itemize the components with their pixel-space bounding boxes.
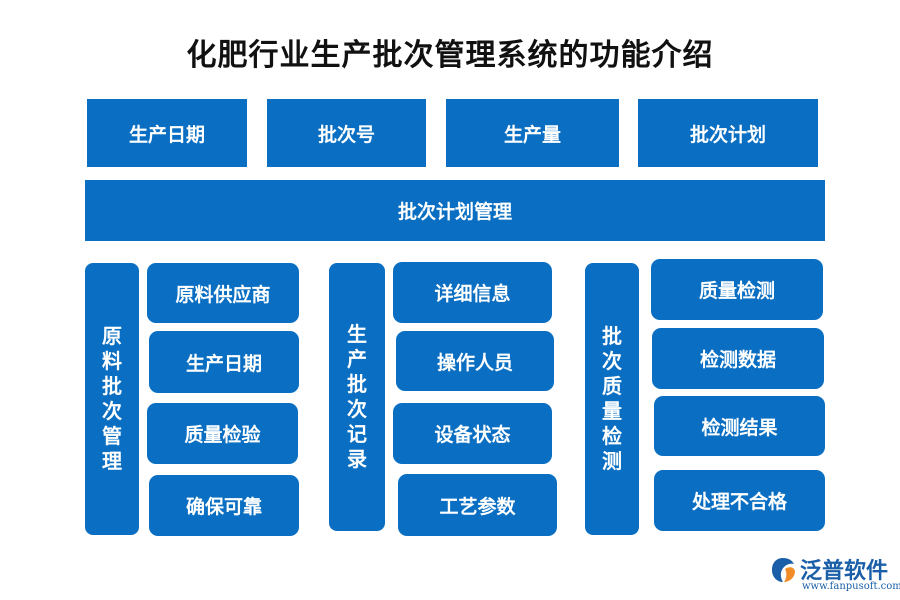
group-label-text: 原料批次管理 xyxy=(102,324,122,473)
logo-name: 泛普软件 xyxy=(800,559,889,584)
group1-item-ensure-reliability: 确保可靠 xyxy=(149,475,299,536)
group3-item-testing-results: 检测结果 xyxy=(654,396,825,456)
group1-item-supplier: 原料供应商 xyxy=(147,263,299,323)
fanpu-logo: 泛普软件 www.fanpusoft.com xyxy=(768,551,900,595)
top-box-production-volume: 生产量 xyxy=(446,99,619,167)
group-label-production-batch-record: 生产批次记录 xyxy=(329,263,385,531)
group2-item-details: 详细信息 xyxy=(393,262,552,323)
group2-item-operators: 操作人员 xyxy=(396,331,554,391)
group2-item-equipment-status: 设备状态 xyxy=(393,403,552,464)
group1-item-production-date: 生产日期 xyxy=(149,331,299,393)
top-box-production-date: 生产日期 xyxy=(87,99,247,167)
banner-batch-plan-management: 批次计划管理 xyxy=(85,180,825,241)
group1-item-quality-inspection: 质量检验 xyxy=(147,403,298,464)
group-label-text: 生产批次记录 xyxy=(347,322,367,471)
group3-item-testing-data: 检测数据 xyxy=(652,328,824,389)
fanpu-logo-icon xyxy=(772,558,795,582)
group2-item-process-parameters: 工艺参数 xyxy=(398,474,557,536)
group-label-raw-material-batch: 原料批次管理 xyxy=(85,263,139,535)
group3-item-quality-testing: 质量检测 xyxy=(651,259,823,320)
group-label-batch-quality-testing: 批次质量检测 xyxy=(585,263,639,535)
group-label-text: 批次质量检测 xyxy=(602,324,622,473)
logo-url: www.fanpusoft.com xyxy=(802,581,900,592)
diagram-title: 化肥行业生产批次管理系统的功能介绍 xyxy=(186,38,714,73)
group3-item-handle-nonconforming: 处理不合格 xyxy=(654,470,825,531)
top-box-batch-number: 批次号 xyxy=(267,99,426,167)
top-box-batch-plan: 批次计划 xyxy=(638,99,818,167)
